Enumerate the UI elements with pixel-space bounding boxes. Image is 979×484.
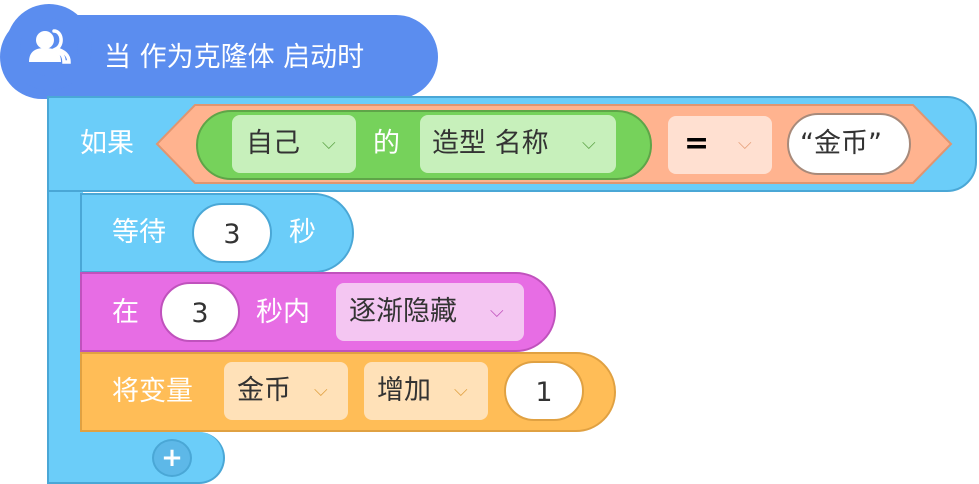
if-block-footer <box>47 432 225 484</box>
property-dropdown-value: 造型 名称 <box>432 128 549 159</box>
of-label: 的 <box>373 128 400 159</box>
variable-dropdown[interactable] <box>224 362 348 420</box>
property-dropdown[interactable] <box>420 115 616 173</box>
add-block-button[interactable]: + <box>152 439 192 477</box>
string-input[interactable] <box>787 113 911 175</box>
fade-unit-label: 秒内 <box>256 297 310 328</box>
operator-dropdown[interactable] <box>668 116 772 174</box>
variable-action-dropdown[interactable] <box>364 362 488 420</box>
variable-dropdown-value: 金币 <box>237 375 291 406</box>
chevron-down-icon: ⌵ <box>314 380 328 401</box>
fade-action-value: 逐渐隐藏 <box>349 296 457 327</box>
chevron-down-icon: ⌵ <box>738 133 752 154</box>
subject-dropdown-value: 自己 <box>246 128 300 159</box>
operator-value: = <box>684 126 710 161</box>
string-input-value: “金币” <box>800 128 882 159</box>
fade-action-dropdown[interactable] <box>336 283 524 341</box>
variable-action-value: 增加 <box>377 375 431 406</box>
chevron-down-icon: ⌵ <box>490 301 504 322</box>
users-icon-container <box>20 18 78 76</box>
chevron-down-icon: ⌵ <box>454 380 468 401</box>
variable-label: 将变量 <box>112 376 193 407</box>
fade-seconds-input[interactable]: 3 <box>160 282 240 342</box>
users-icon <box>29 29 71 64</box>
subject-dropdown[interactable] <box>232 115 356 173</box>
wait-label: 等待 <box>112 217 166 248</box>
chevron-down-icon: ⌵ <box>582 133 596 154</box>
wait-unit-label: 秒 <box>289 217 316 248</box>
chevron-down-icon: ⌵ <box>322 133 336 154</box>
if-label: 如果 <box>80 128 134 159</box>
hat-label: 当 作为克隆体 启动时 <box>104 42 365 73</box>
fade-label: 在 <box>112 297 139 328</box>
variable-amount-input[interactable]: 1 <box>504 361 584 421</box>
wait-seconds-input[interactable]: 3 <box>192 203 272 263</box>
